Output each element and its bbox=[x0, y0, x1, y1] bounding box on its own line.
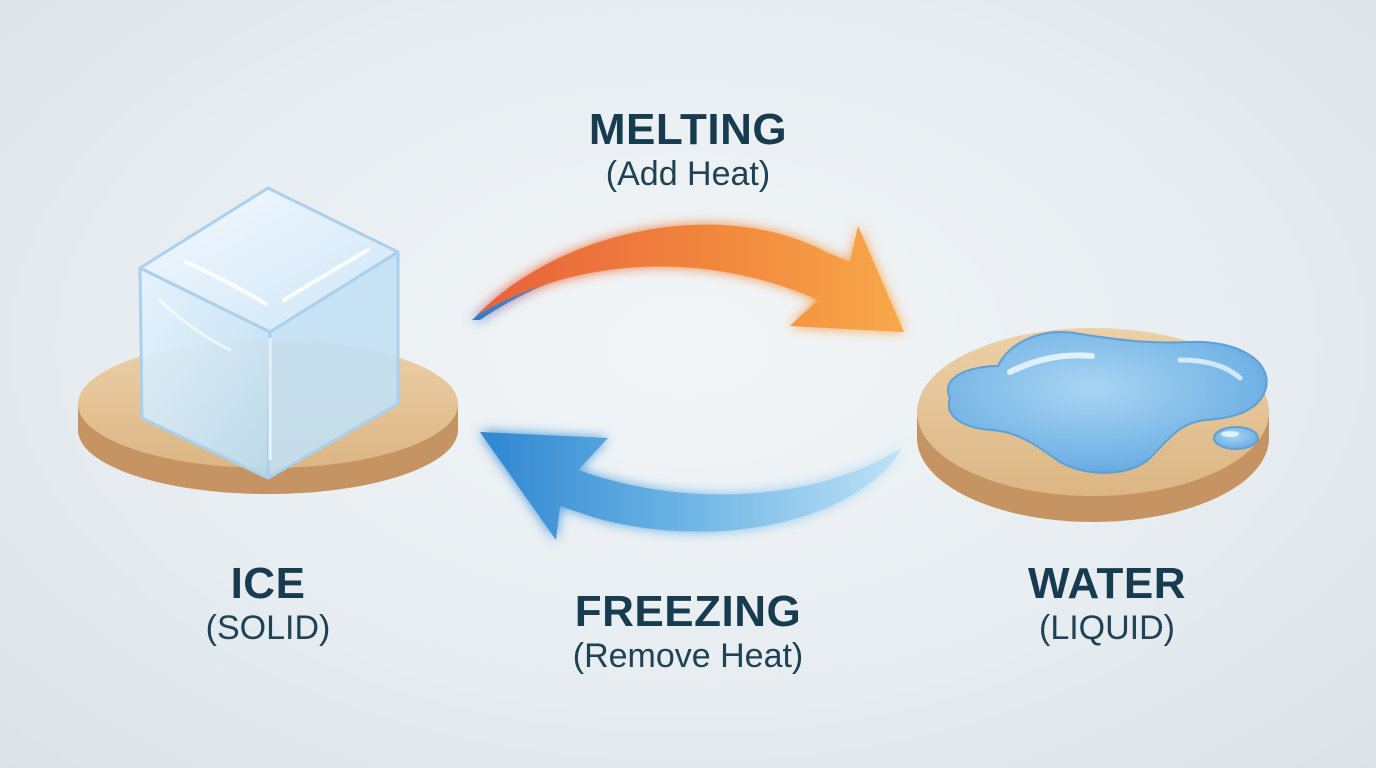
water-label: WATER (LIQUID) bbox=[1028, 560, 1186, 648]
water-title: WATER bbox=[1027, 559, 1187, 608]
water-puddle-icon bbox=[947, 331, 1268, 474]
ice-label: ICE (SOLID) bbox=[206, 560, 331, 648]
freezing-title: FREEZING bbox=[574, 587, 802, 636]
freezing-label: FREEZING (Remove Heat) bbox=[573, 588, 804, 676]
melting-label: MELTING (Add Heat) bbox=[589, 106, 787, 194]
ice-cube-icon bbox=[138, 186, 400, 480]
melting-title: MELTING bbox=[588, 105, 788, 154]
ice-title: ICE bbox=[230, 559, 306, 608]
freezing-subtitle: (Remove Heat) bbox=[572, 637, 804, 675]
ice-subtitle: (SOLID) bbox=[205, 609, 331, 647]
melting-arrow-icon bbox=[472, 224, 904, 332]
freezing-arrow-icon bbox=[480, 432, 902, 540]
water-subtitle: (LIQUID) bbox=[1039, 609, 1175, 647]
melting-subtitle: (Add Heat) bbox=[605, 155, 771, 193]
